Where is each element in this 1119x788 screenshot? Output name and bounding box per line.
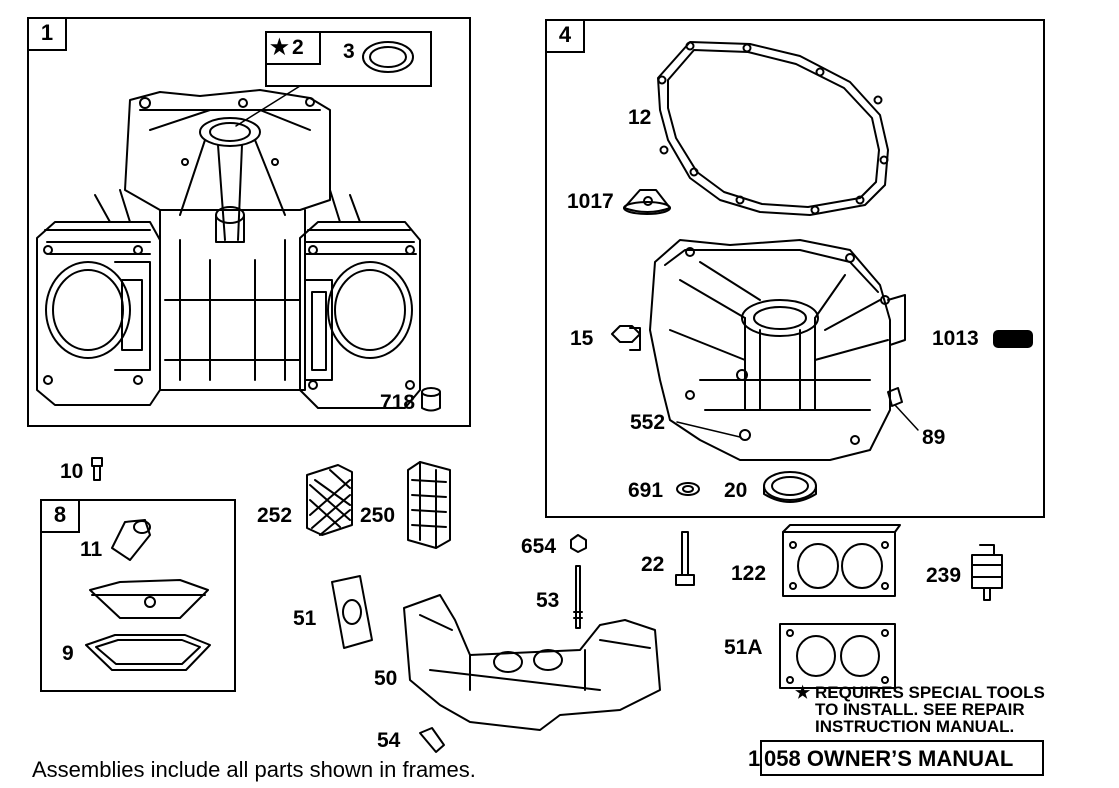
- breather-gasket-icon: [85, 634, 211, 671]
- part-label-89: 89: [922, 426, 946, 449]
- gasket-icon: [657, 41, 889, 216]
- part-label-9: 9: [62, 642, 74, 665]
- breather-cover-icon: [89, 579, 209, 619]
- frame-4-number: 4: [545, 19, 585, 53]
- hex-bolt-icon: [419, 727, 445, 753]
- part-label-252: 252: [257, 504, 293, 527]
- filter-element-icon: [407, 461, 451, 549]
- frame-4-sump-assembly: [545, 19, 1045, 518]
- part-label-51: 51: [293, 607, 317, 630]
- sump-cover-icon: [649, 239, 906, 461]
- sealant-strip-icon: [993, 330, 1033, 348]
- stud-icon: [573, 565, 583, 629]
- seal-ring-icon: [362, 41, 414, 73]
- assemblies-note: Assemblies include all parts shown in fr…: [32, 757, 476, 782]
- fuel-solenoid-icon: [971, 544, 1003, 601]
- part-label-552: 552: [630, 411, 666, 434]
- bolt-icon: [675, 531, 695, 586]
- part-label-122: 122: [731, 562, 767, 585]
- exhaust-manifold-icon: [403, 594, 661, 731]
- owners-manual-box: 058 OWNER’S MANUAL: [760, 740, 1044, 776]
- breather-tube-icon: [111, 519, 151, 561]
- part-label-2: 2: [292, 36, 304, 59]
- cylinder-block-icon: [36, 89, 421, 409]
- frame-2-star-box: [265, 31, 321, 65]
- part-label-12: 12: [628, 106, 652, 129]
- breather-filter-icon: [306, 464, 353, 536]
- pipe-plug-icon: [887, 387, 919, 431]
- part-label-20: 20: [724, 479, 748, 502]
- part-label-239: 239: [926, 564, 962, 587]
- special-tools-note: ★ REQUIRES SPECIAL TOOLS TO INSTALL. SEE…: [795, 684, 1045, 735]
- exhaust-gasket-icon: [331, 575, 373, 649]
- frame-8-number: 8: [40, 499, 80, 533]
- manual-part-prefix: 1: [748, 746, 761, 771]
- part-label-718: 718: [380, 391, 416, 414]
- hex-nut-icon: [676, 482, 700, 496]
- special-note-line-2: TO INSTALL. SEE REPAIR: [815, 700, 1025, 719]
- star-icon: ★: [270, 36, 289, 59]
- drain-plug-icon: [611, 325, 641, 351]
- part-label-691: 691: [628, 479, 664, 502]
- part-label-53: 53: [536, 589, 560, 612]
- owners-manual-label: 058 OWNER’S MANUAL: [764, 746, 1014, 771]
- part-label-11: 11: [80, 538, 103, 561]
- frame-1-cylinder-assembly: [27, 17, 471, 427]
- part-label-15: 15: [570, 327, 594, 350]
- oil-seal-icon: [763, 471, 817, 503]
- screw-icon: [91, 457, 103, 481]
- lock-nut-icon: [570, 534, 587, 553]
- star-icon: ★: [795, 683, 811, 702]
- part-label-1017: 1017: [567, 190, 614, 213]
- part-label-22: 22: [641, 553, 665, 576]
- special-note-line-3: INSTRUCTION MANUAL.: [815, 717, 1015, 736]
- part-label-250: 250: [360, 504, 396, 527]
- flange-nut-icon: [623, 189, 671, 215]
- part-label-50: 50: [374, 667, 398, 690]
- dowel-pin-icon: [421, 387, 441, 412]
- spacer-plate-icon: [782, 524, 901, 597]
- part-label-51A: 51A: [724, 636, 763, 659]
- frame-8-breather-assembly: [40, 499, 236, 692]
- part-label-3: 3: [343, 40, 355, 63]
- frame-1-number: 1: [27, 17, 67, 51]
- part-label-54: 54: [377, 729, 401, 752]
- part-label-654: 654: [521, 535, 557, 558]
- intake-gasket-icon: [779, 623, 896, 689]
- part-label-10: 10: [60, 460, 84, 483]
- part-label-1013: 1013: [932, 327, 979, 350]
- special-note-line-1: REQUIRES SPECIAL TOOLS: [814, 683, 1045, 702]
